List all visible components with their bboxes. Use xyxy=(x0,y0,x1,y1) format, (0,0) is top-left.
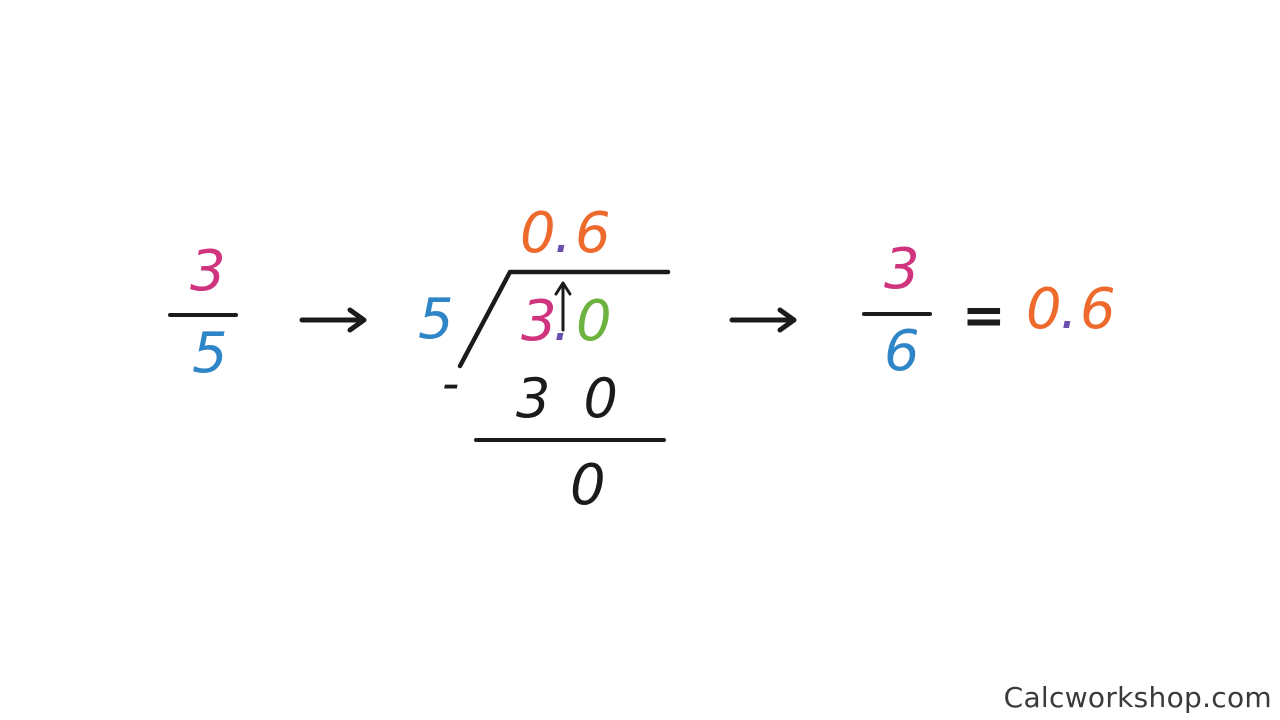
dividend-appended-zero: 0 xyxy=(576,289,612,354)
right-fraction-bar xyxy=(862,312,932,316)
subtraction-bar xyxy=(474,438,666,442)
division-bracket xyxy=(457,269,671,369)
dividend-decimal-point: . xyxy=(553,289,571,354)
arrow-right-icon xyxy=(729,307,797,333)
subtraction-product: 3 0 xyxy=(516,367,626,430)
left-fraction-bar xyxy=(168,313,238,317)
result-whole-digit: 0 xyxy=(1026,277,1062,342)
result-tenths-digit: 6 xyxy=(1080,277,1116,342)
arrow-right-icon xyxy=(299,307,367,333)
left-fraction-denominator: 5 xyxy=(192,321,228,386)
minus-sign: - xyxy=(442,356,460,412)
left-fraction-numerator: 3 xyxy=(190,239,226,304)
divisor: 5 xyxy=(418,287,454,352)
brand-watermark: Calcworkshop.com xyxy=(1003,681,1272,714)
right-fraction-denominator: 6 xyxy=(884,319,920,384)
remainder: 0 xyxy=(570,453,606,518)
quotient-tenths-digit: 6 xyxy=(575,201,611,266)
arrow-up-icon xyxy=(554,281,572,332)
quotient-decimal-point: . xyxy=(554,201,572,266)
right-fraction-numerator: 3 xyxy=(884,237,920,302)
equals-sign: = xyxy=(962,286,1006,346)
result-decimal-point: . xyxy=(1060,277,1078,342)
dividend-whole-digit: 3 xyxy=(521,289,557,354)
quotient-whole-digit: 0 xyxy=(520,201,556,266)
